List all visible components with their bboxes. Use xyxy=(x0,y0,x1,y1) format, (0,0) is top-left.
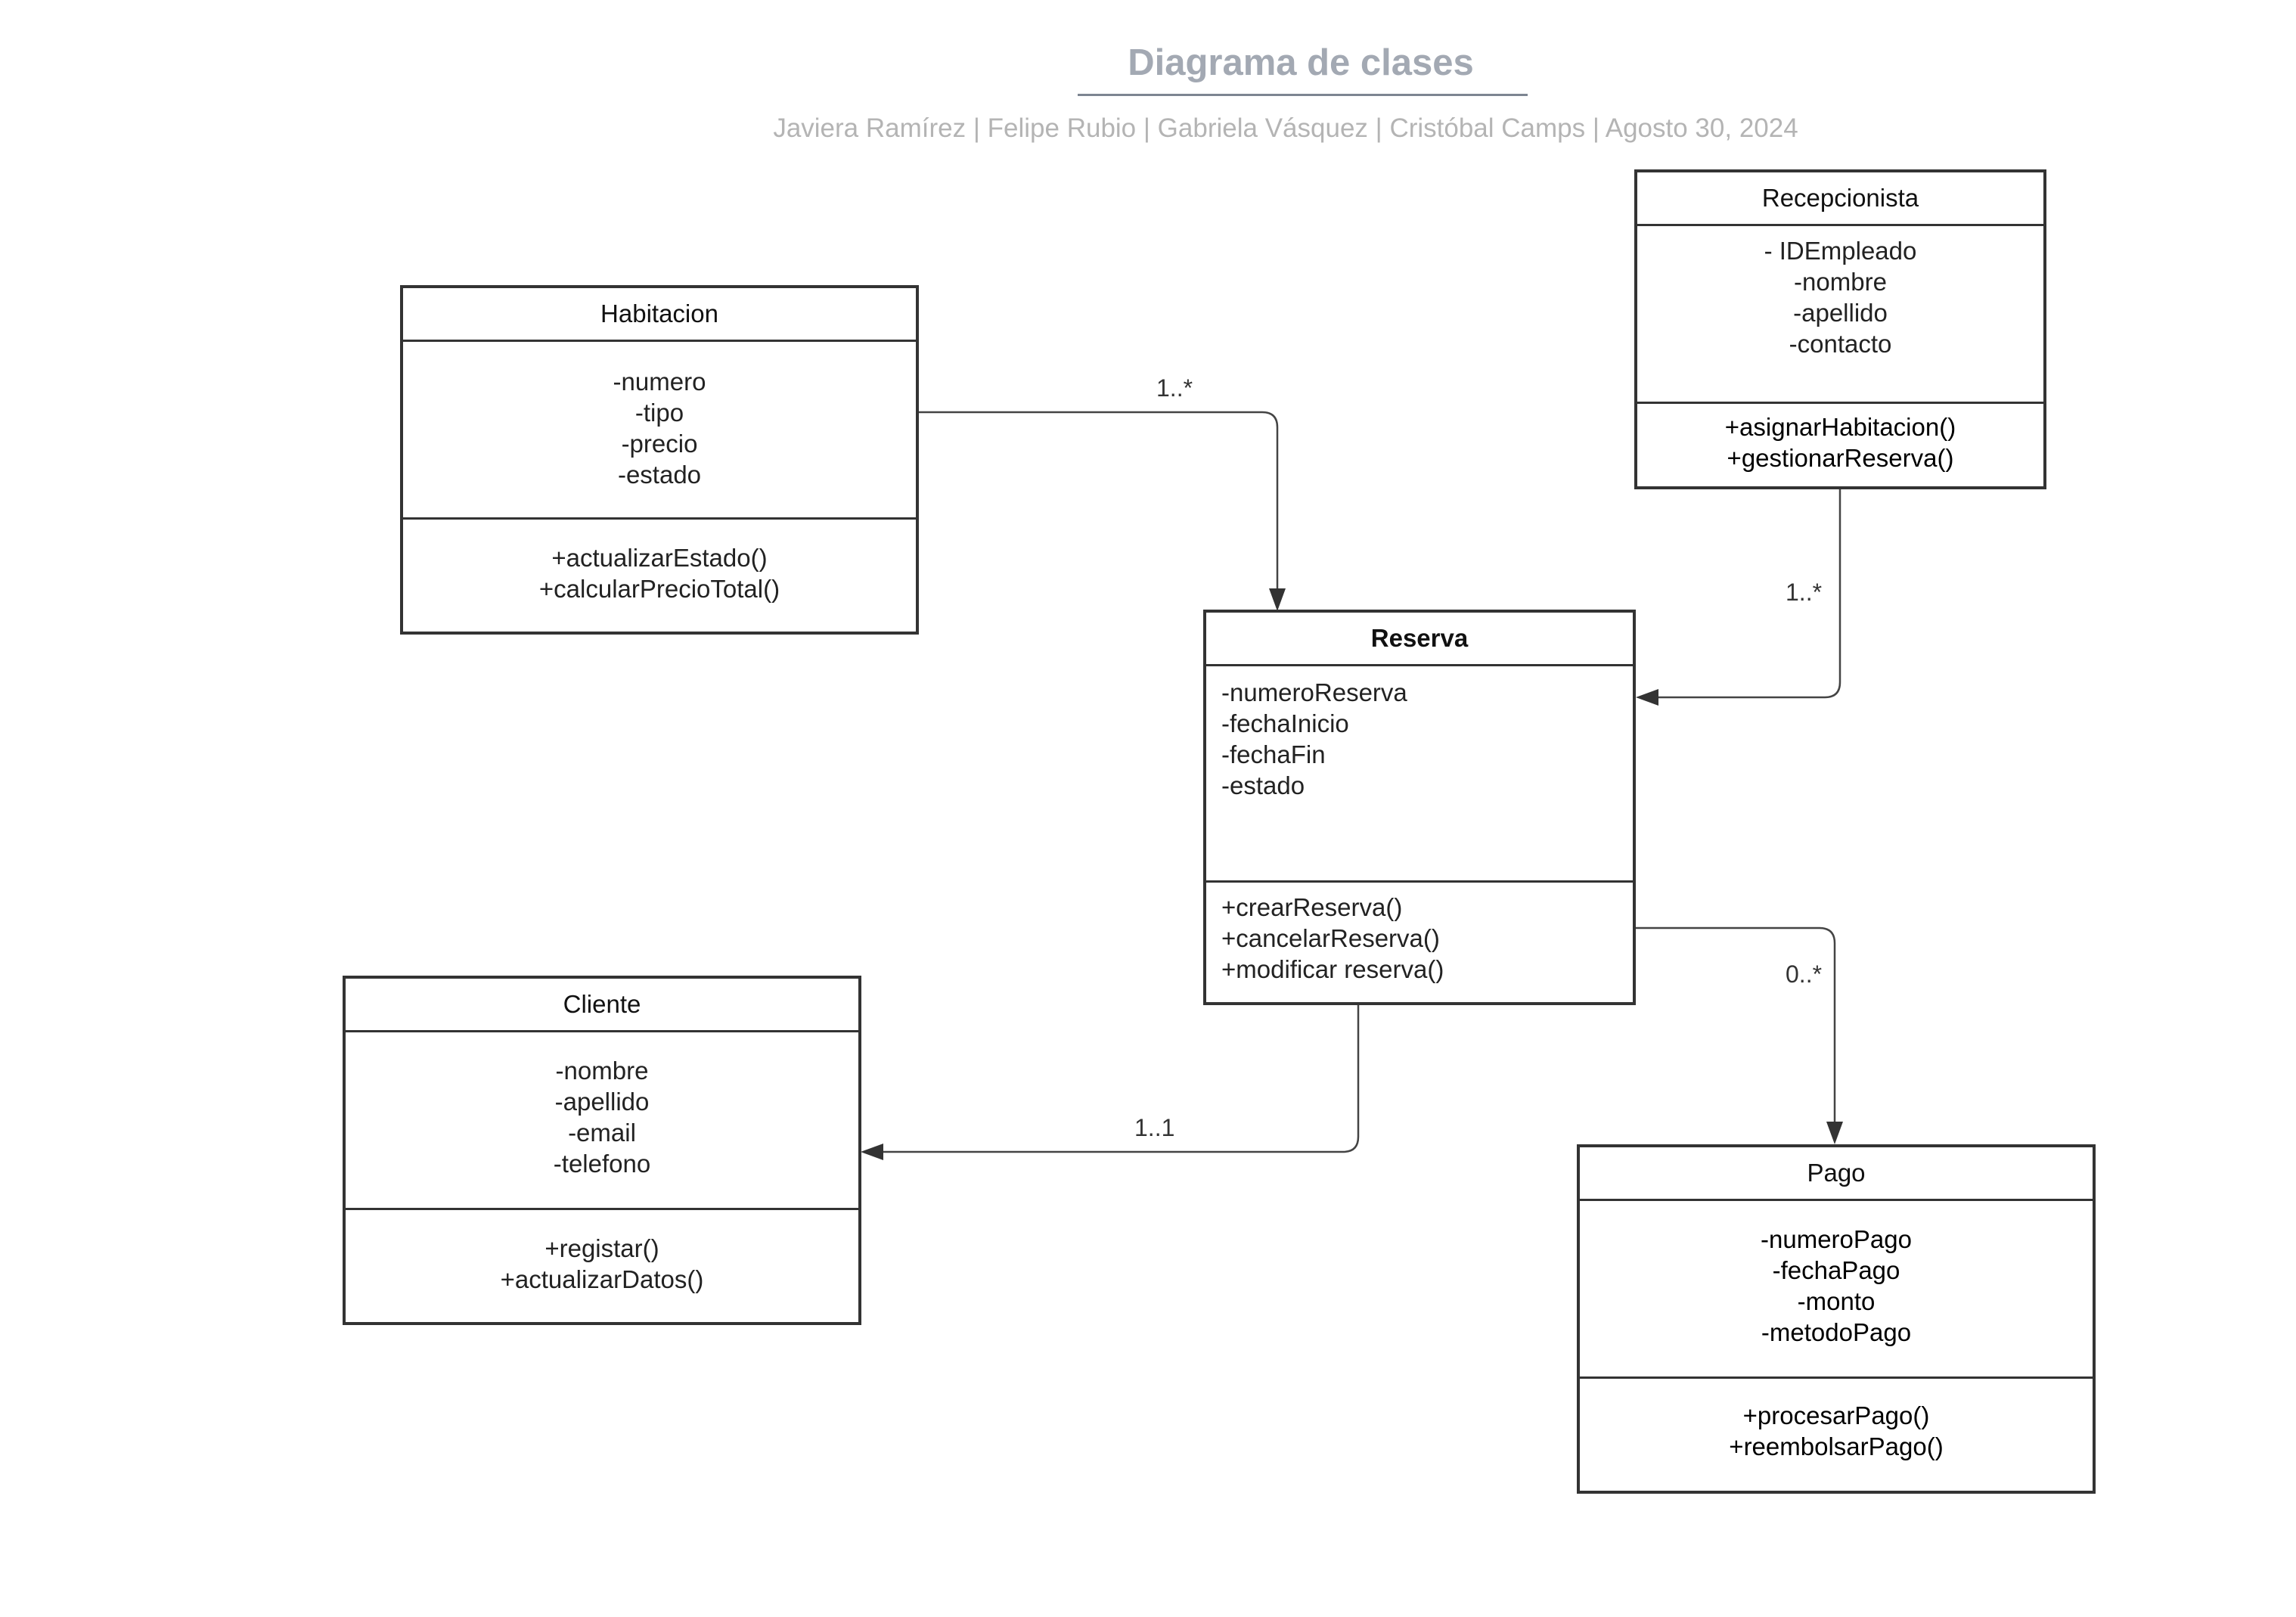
diagram-subtitle: Javiera Ramírez | Felipe Rubio | Gabriel… xyxy=(773,113,1798,143)
class-name: Recepcionista xyxy=(1637,172,2043,226)
operation: +crearReserva() xyxy=(1221,893,1403,921)
attribute: -nombre xyxy=(1794,268,1887,296)
attribute: -monto xyxy=(1797,1287,1876,1315)
class-name: Habitacion xyxy=(403,288,916,342)
attribute: -numero xyxy=(613,368,706,396)
operation: +actualizarDatos() xyxy=(500,1265,704,1293)
operation: +modificar reserva() xyxy=(1221,955,1444,983)
class-operations: +asignarHabitacion() +gestionarReserva() xyxy=(1637,404,2043,473)
attribute: -numeroPago xyxy=(1761,1225,1912,1253)
class-cliente[interactable]: Cliente -nombre -apellido -email -telefo… xyxy=(343,976,861,1325)
operation: +registar() xyxy=(545,1234,659,1262)
multiplicity-reserva-cliente: 1..1 xyxy=(1134,1114,1175,1141)
attribute: -metodoPago xyxy=(1761,1318,1912,1346)
class-attributes: - IDEmpleado -nombre -apellido -contacto xyxy=(1637,226,2043,404)
operation: +calcularPrecioTotal() xyxy=(538,575,780,603)
attribute: -estado xyxy=(1221,771,1305,799)
class-attributes: -numero -tipo -precio -estado xyxy=(403,342,916,520)
class-attributes: -nombre -apellido -email -telefono xyxy=(346,1032,858,1210)
operation: +cancelarReserva() xyxy=(1221,924,1440,952)
attribute: -apellido xyxy=(554,1088,650,1116)
class-reserva[interactable]: Reserva -numeroReserva -fechaInicio -fec… xyxy=(1203,610,1636,1005)
attribute: -contacto xyxy=(1789,330,1892,358)
association-habitacion-reserva xyxy=(918,411,1279,605)
operation: +reembolsarPago() xyxy=(1729,1432,1944,1460)
operation: +procesarPago() xyxy=(1742,1401,1930,1429)
attribute: -telefono xyxy=(553,1150,651,1178)
arrowhead-reserva-cliente xyxy=(861,1144,883,1160)
attribute: -apellido xyxy=(1793,299,1888,327)
association-recepcionista-reserva xyxy=(1641,488,1841,699)
class-operations: +actualizarEstado() +calcularPrecioTotal… xyxy=(403,520,916,604)
operation: +actualizarEstado() xyxy=(551,544,768,572)
class-attributes: -numeroReserva -fechaInicio -fechaFin -e… xyxy=(1206,666,1633,883)
class-habitacion[interactable]: Habitacion -numero -tipo -precio -estado… xyxy=(400,285,919,635)
attribute: -tipo xyxy=(635,399,684,427)
arrowhead-reserva-pago xyxy=(1826,1122,1843,1144)
attribute: -precio xyxy=(621,430,698,458)
arrowhead-habitacion-reserva xyxy=(1269,588,1286,611)
association-reserva-cliente xyxy=(866,1004,1360,1153)
attribute: -fechaInicio xyxy=(1221,709,1349,737)
multiplicity-habitacion-reserva: 1..* xyxy=(1156,374,1193,402)
class-operations: +procesarPago() +reembolsarPago() xyxy=(1580,1379,2093,1462)
arrowhead-recepcionista-reserva xyxy=(1636,689,1658,706)
diagram-title: Diagrama de clases xyxy=(1128,42,1474,83)
attribute: -email xyxy=(568,1119,636,1147)
attribute: -nombre xyxy=(555,1057,649,1085)
attribute: -fechaFin xyxy=(1221,740,1326,768)
class-attributes: -numeroPago -fechaPago -monto -metodoPag… xyxy=(1580,1201,2093,1379)
class-recepcionista[interactable]: Recepcionista - IDEmpleado -nombre -apel… xyxy=(1634,169,2046,489)
class-name: Pago xyxy=(1580,1147,2093,1201)
class-name: Reserva xyxy=(1206,613,1633,666)
attribute: - IDEmpleado xyxy=(1764,237,1917,265)
class-operations: +crearReserva() +cancelarReserva() +modi… xyxy=(1206,883,1633,985)
class-operations: +registar() +actualizarDatos() xyxy=(346,1210,858,1295)
class-pago[interactable]: Pago -numeroPago -fechaPago -monto -meto… xyxy=(1577,1144,2096,1494)
class-name: Cliente xyxy=(346,979,858,1032)
operation: +gestionarReserva() xyxy=(1727,444,1954,472)
attribute: -fechaPago xyxy=(1772,1256,1900,1284)
title-underline xyxy=(1078,94,1528,96)
attribute: -estado xyxy=(617,461,702,489)
association-reserva-pago xyxy=(1636,926,1836,1138)
operation: +asignarHabitacion() xyxy=(1724,413,1956,441)
multiplicity-reserva-pago: 0..* xyxy=(1786,961,1823,988)
attribute: -numeroReserva xyxy=(1221,678,1407,706)
multiplicity-recepcionista-reserva: 1..* xyxy=(1786,579,1823,606)
